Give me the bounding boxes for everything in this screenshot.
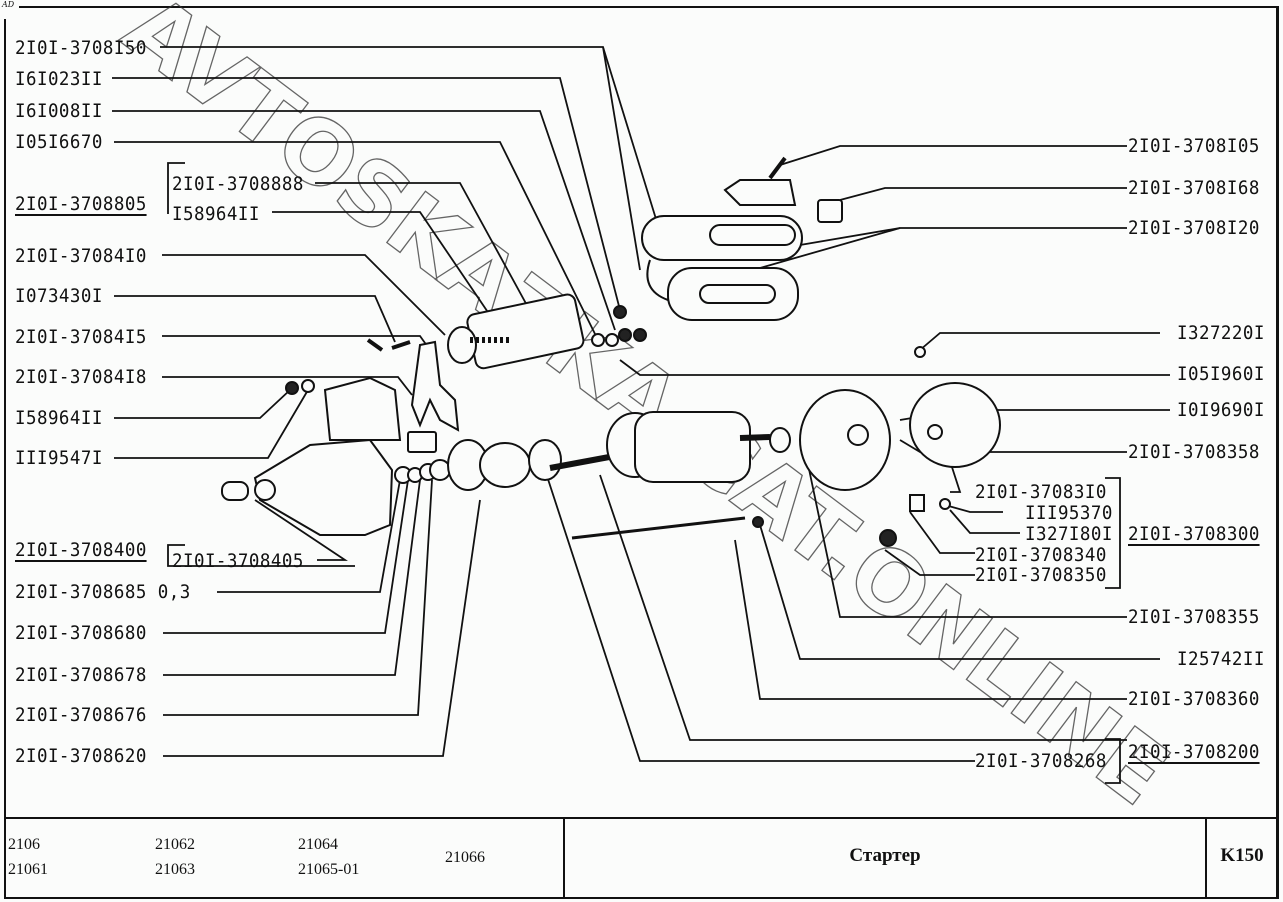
drive-lever	[410, 340, 460, 432]
part-label: 2I0I-3708358	[1128, 441, 1260, 463]
title-block	[4, 817, 1279, 901]
leader-line	[602, 46, 641, 271]
bushing	[221, 481, 249, 501]
part-label: I05I960I	[1177, 363, 1265, 385]
solenoid	[447, 293, 585, 370]
washer	[939, 498, 951, 510]
part-label: 2I0I-3708I68	[1128, 177, 1260, 199]
part-label: III95370	[1025, 502, 1113, 524]
part-label: 2I0I-37084I5	[15, 326, 147, 348]
part-label: I327I80I	[1025, 523, 1113, 545]
part-label: 2I0I-37083I0	[975, 481, 1107, 503]
insulator-block	[817, 199, 843, 223]
field-coil-assembly	[641, 215, 803, 321]
armature	[549, 411, 771, 483]
part-label: 2I0I-3708I20	[1128, 217, 1260, 239]
part-label: 2I0I-3708620	[15, 745, 147, 767]
pin	[366, 338, 384, 352]
thrust-washer	[769, 427, 791, 453]
nut	[633, 328, 647, 342]
protective-cap	[909, 382, 1001, 468]
part-label: 2I0I-3708340	[975, 544, 1107, 566]
leader-lines	[112, 46, 1170, 784]
part-label: 2I0I-3708405	[172, 550, 304, 572]
tie-rod	[571, 516, 746, 540]
part-label: I0I9690I	[1177, 399, 1265, 421]
part-label: III9547I	[15, 447, 103, 469]
part-label: 2I0I-3708I50	[15, 37, 147, 59]
corner-mark: AD	[2, 0, 15, 9]
part-label: 2I0I-3708I05	[1128, 135, 1260, 157]
part-label: I327220I	[1177, 322, 1265, 344]
washer	[591, 333, 605, 347]
nut	[285, 381, 299, 395]
part-label: I58964II	[172, 203, 260, 225]
commutator-end-cover	[799, 389, 891, 491]
washer	[605, 333, 619, 347]
model-code: 21066	[445, 849, 485, 866]
model-code: 21061	[8, 861, 48, 878]
model-code: 21065-01	[298, 861, 360, 878]
brush-spring	[879, 529, 897, 547]
part-label: 2I0I-3708350	[975, 564, 1107, 586]
bolt-screw	[768, 156, 787, 180]
model-code: 21063	[155, 861, 195, 878]
part-label: I58964II	[15, 407, 103, 429]
nut	[618, 328, 632, 342]
part-label: 2I0I-3708360	[1128, 688, 1260, 710]
drive-ring	[528, 439, 562, 481]
drawing-title: Стартер	[849, 845, 921, 866]
spring	[429, 459, 451, 481]
frame-border-top	[19, 6, 1278, 8]
part-label: 2I0I-37084I8	[15, 366, 147, 388]
part-label: I6I023II	[15, 68, 103, 90]
title-block-divider	[1205, 817, 1207, 899]
nut	[613, 305, 627, 319]
part-label: 2I0I-3708680	[15, 622, 147, 644]
part-label: 2I0I-3708676	[15, 704, 147, 726]
terminal-bracket	[723, 179, 797, 206]
model-code: 21062	[155, 836, 195, 853]
washer	[301, 379, 315, 393]
parts	[221, 156, 1001, 547]
overrunning-clutch	[479, 442, 531, 488]
frame-border-bottom	[4, 897, 1279, 899]
drive-end-housing	[253, 376, 402, 536]
part-label: 2I0I-3708888	[172, 173, 304, 195]
bolt	[391, 340, 411, 350]
part-label: I05I6670	[15, 131, 103, 153]
screw	[914, 346, 926, 358]
rubber-block	[407, 431, 437, 453]
brush	[909, 494, 925, 512]
assembly-label: 2I0I-3708300	[1128, 523, 1260, 546]
model-code: 21064	[298, 836, 338, 853]
assembly-label: 2I0I-3708200	[1128, 741, 1260, 764]
sheet-number: K150	[1220, 845, 1264, 866]
part-label: I073430I	[15, 285, 103, 307]
part-label: I6I008II	[15, 100, 103, 122]
frame-border-left	[4, 19, 6, 899]
part-label: 2I0I-3708268	[975, 750, 1107, 772]
assembly-label: 2I0I-3708400	[15, 539, 147, 562]
title-block-divider	[563, 817, 565, 899]
washer	[752, 516, 764, 528]
model-code: 2106	[8, 836, 40, 853]
part-label: 2I0I-3708355	[1128, 606, 1260, 628]
part-label: I25742II	[1177, 648, 1265, 670]
part-label: 2I0I-37084I0	[15, 245, 147, 267]
part-label: 2I0I-3708685 0,3	[15, 581, 191, 603]
frame-border-right	[1276, 6, 1279, 899]
part-label: 2I0I-3708678	[15, 664, 147, 686]
assembly-label: 2I0I-3708805	[15, 193, 147, 216]
